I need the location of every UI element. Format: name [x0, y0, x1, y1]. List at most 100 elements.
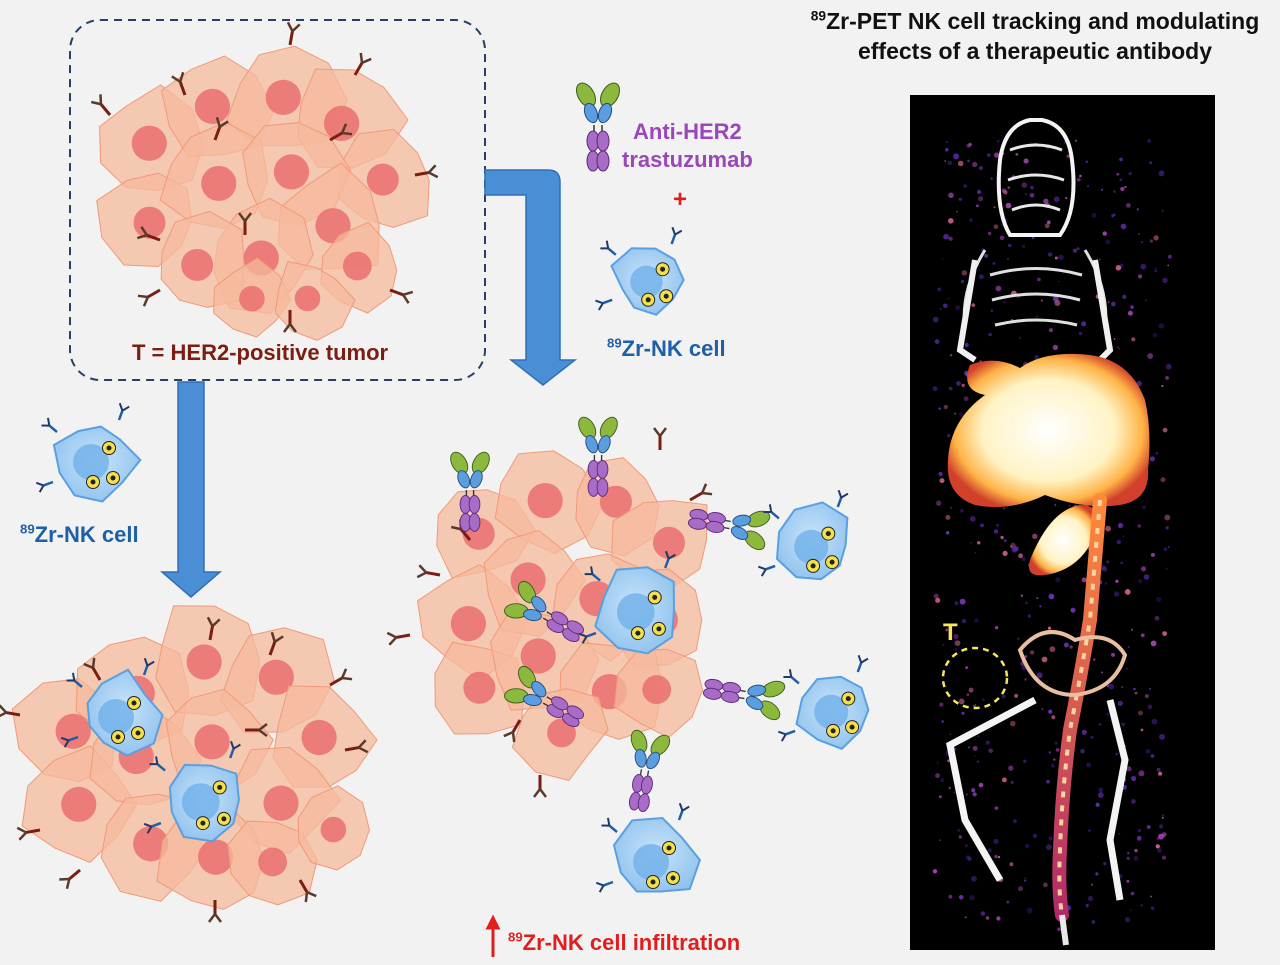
- plus-sign: +: [673, 186, 688, 213]
- antibody-label-line2: trastuzumab: [622, 147, 753, 172]
- figure-title: 89Zr-PET NK cell tracking and modulating…: [800, 6, 1270, 66]
- nk-label-right-text: Zr-NK cell: [621, 336, 726, 361]
- her2-receptor: [16, 826, 41, 841]
- flow-arrow-right-down: [484, 169, 578, 386]
- infiltration-label: 89Zr-NK cell infiltration: [508, 930, 740, 956]
- nk-receptor: [600, 240, 617, 256]
- radioactive-label-icon: [131, 726, 145, 740]
- her2-receptor: [353, 52, 372, 76]
- nk-cell: [35, 402, 142, 503]
- tumor-cell: [613, 648, 704, 739]
- pet-tumor-circle: [941, 646, 1009, 710]
- her2-receptor: [245, 723, 268, 737]
- nk-receptor: [66, 672, 83, 688]
- antibody: [450, 451, 490, 532]
- her2-receptor: [689, 483, 713, 502]
- her2-receptor: [268, 631, 284, 656]
- her2-receptor: [389, 288, 414, 304]
- pet-kidney-hotspot: [1029, 505, 1098, 576]
- nk-cell: [60, 657, 164, 757]
- nk-label-left-text: Zr-NK cell: [34, 522, 139, 547]
- antibody: [628, 729, 671, 813]
- her2-receptor: [503, 719, 522, 743]
- her2-receptor: [90, 94, 112, 116]
- antibody-layer: [450, 82, 786, 813]
- pet-forelimb-left: [956, 259, 978, 363]
- her2-receptor: [208, 900, 222, 923]
- figure-title-line2: effects of a therapeutic antibody: [857, 38, 1212, 64]
- radioactive-label-icon: [646, 875, 660, 889]
- nk-receptor: [117, 402, 130, 421]
- her2-receptor: [298, 879, 317, 903]
- tumor-cell: [611, 500, 708, 588]
- radioactive-label-icon: [195, 816, 210, 831]
- flow-arrow-left-down: [159, 381, 223, 598]
- her2-receptor: [414, 164, 439, 179]
- tumor-cell: [159, 121, 269, 229]
- her2-receptor: [329, 668, 353, 687]
- nk-receptor: [595, 880, 614, 893]
- infiltration-isotope: 89: [508, 929, 523, 945]
- nk-cell-layer: [35, 226, 870, 893]
- tumor-cell: [213, 257, 292, 338]
- nk-label-right-isotope: 89: [607, 335, 622, 351]
- figure-title-line1: 89Zr-PET NK cell tracking and modulating: [800, 6, 1270, 36]
- radioactive-label-icon: [655, 262, 670, 277]
- radioactive-label-icon: [662, 841, 676, 855]
- nk-cell: [778, 654, 870, 750]
- radioactive-label-icon: [630, 626, 645, 641]
- her2-receptor: [533, 775, 547, 798]
- tumor-cluster-bottom-left: [0, 605, 378, 923]
- nk-receptor: [229, 740, 241, 759]
- radioactive-label-icon: [821, 526, 836, 541]
- tumor-cell: [511, 688, 609, 781]
- her2-receptor: [286, 21, 301, 46]
- her2-receptor: [0, 704, 21, 719]
- tumor-cell: [227, 820, 318, 906]
- radioactive-label-icon: [666, 871, 680, 885]
- her2-receptor: [213, 116, 229, 141]
- her2-receptor: [136, 226, 161, 242]
- radioactive-label-icon: [826, 723, 841, 738]
- pet-liver-hotspot: [947, 353, 1150, 508]
- tumor-cell: [274, 261, 356, 341]
- pet-tumor-marker: T: [943, 619, 958, 646]
- her2-receptor: [329, 123, 353, 142]
- her2-receptor: [344, 739, 369, 754]
- antibody: [578, 416, 618, 497]
- nk-cell: [143, 740, 241, 843]
- nk-cell-label-right: 89Zr-NK cell: [607, 336, 726, 362]
- tumor-cell: [494, 450, 606, 555]
- nk-receptor: [578, 631, 597, 644]
- nk-cell: [578, 550, 676, 655]
- radioactive-label-icon: [641, 292, 656, 307]
- nk-label-left-isotope: 89: [20, 521, 35, 537]
- her2-receptor: [83, 657, 102, 681]
- nk-receptor: [783, 669, 800, 685]
- pet-hindlimb-right: [1106, 699, 1129, 901]
- pet-image: T: [910, 95, 1215, 950]
- radioactive-label-icon: [216, 811, 231, 826]
- tumor-cell: [297, 785, 370, 871]
- nk-cell-label-left: 89Zr-NK cell: [20, 522, 139, 548]
- nk-receptor: [664, 550, 676, 569]
- her2-receptor: [653, 427, 667, 450]
- nk-receptor: [142, 657, 155, 676]
- radioactive-label-icon: [111, 730, 125, 744]
- radioactive-label-icon: [106, 471, 120, 485]
- nk-receptor: [35, 480, 54, 493]
- nk-receptor: [763, 504, 780, 520]
- tumor-label: T = HER2-positive tumor: [132, 340, 389, 365]
- antibody: [702, 678, 786, 721]
- nk-cell: [595, 226, 685, 316]
- her2-receptor: [416, 564, 441, 579]
- nk-cell: [758, 489, 849, 581]
- pet-tail: [1059, 914, 1069, 946]
- nk-receptor: [149, 756, 166, 772]
- tumor-cluster-top: [90, 21, 439, 341]
- antibody: [687, 508, 771, 551]
- title-line1-text: Zr-PET NK cell tracking and modulating: [826, 8, 1260, 34]
- nk-receptor: [60, 735, 79, 748]
- radioactive-label-icon: [825, 555, 840, 570]
